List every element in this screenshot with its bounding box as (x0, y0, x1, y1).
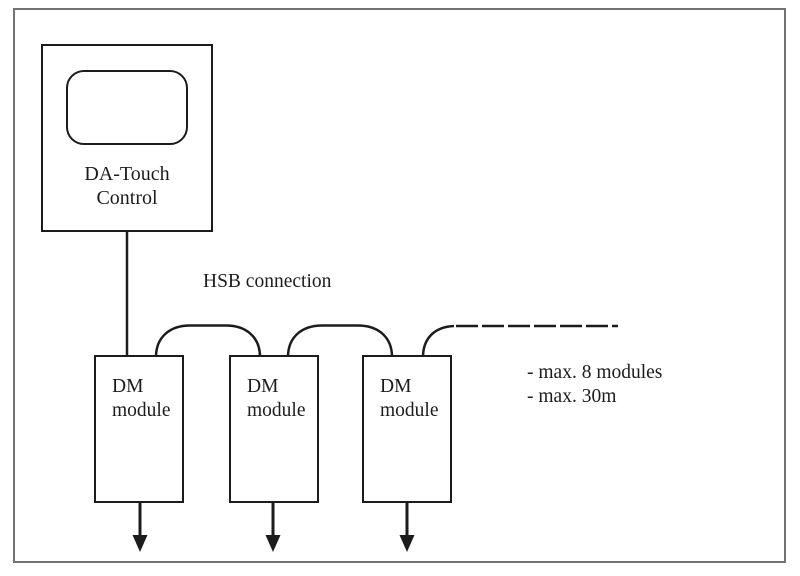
dm-module-label-2-line1: DM (247, 376, 279, 397)
dm-module-label-3-line2: module (380, 400, 439, 421)
note-max-length: - max. 30m (527, 386, 617, 407)
module-output-arrow-3 (399, 503, 415, 552)
dm-module-label-1-line2: module (112, 400, 171, 421)
controller-box: DA-Touch Control (41, 44, 213, 232)
dm-module-box-1: DM module (94, 355, 184, 503)
touch-screen (66, 70, 188, 145)
hsb-arc-1 (154, 324, 262, 358)
hsb-arc-continuation (421, 324, 455, 358)
module-output-arrow-2 (265, 503, 281, 552)
hsb-connection-label: HSB connection (203, 271, 332, 292)
module-output-arrow-1 (132, 503, 148, 552)
controller-label-line2: Control (96, 187, 158, 209)
dm-module-box-2: DM module (229, 355, 319, 503)
dm-module-box-3: DM module (362, 355, 452, 503)
dm-module-label-2-line2: module (247, 400, 306, 421)
hsb-arc-2 (286, 324, 394, 358)
dm-module-label-3: DM module (380, 375, 439, 423)
dm-module-label-1: DM module (112, 375, 171, 423)
dm-module-label-3-line1: DM (380, 376, 412, 397)
controller-label: DA-Touch Control (43, 162, 211, 210)
dm-module-label-1-line1: DM (112, 376, 144, 397)
controller-label-line1: DA-Touch (84, 163, 170, 185)
note-max-modules: - max. 8 modules (527, 362, 663, 383)
dm-module-label-2: DM module (247, 375, 306, 423)
constraint-notes: - max. 8 modules - max. 30m (527, 361, 662, 409)
